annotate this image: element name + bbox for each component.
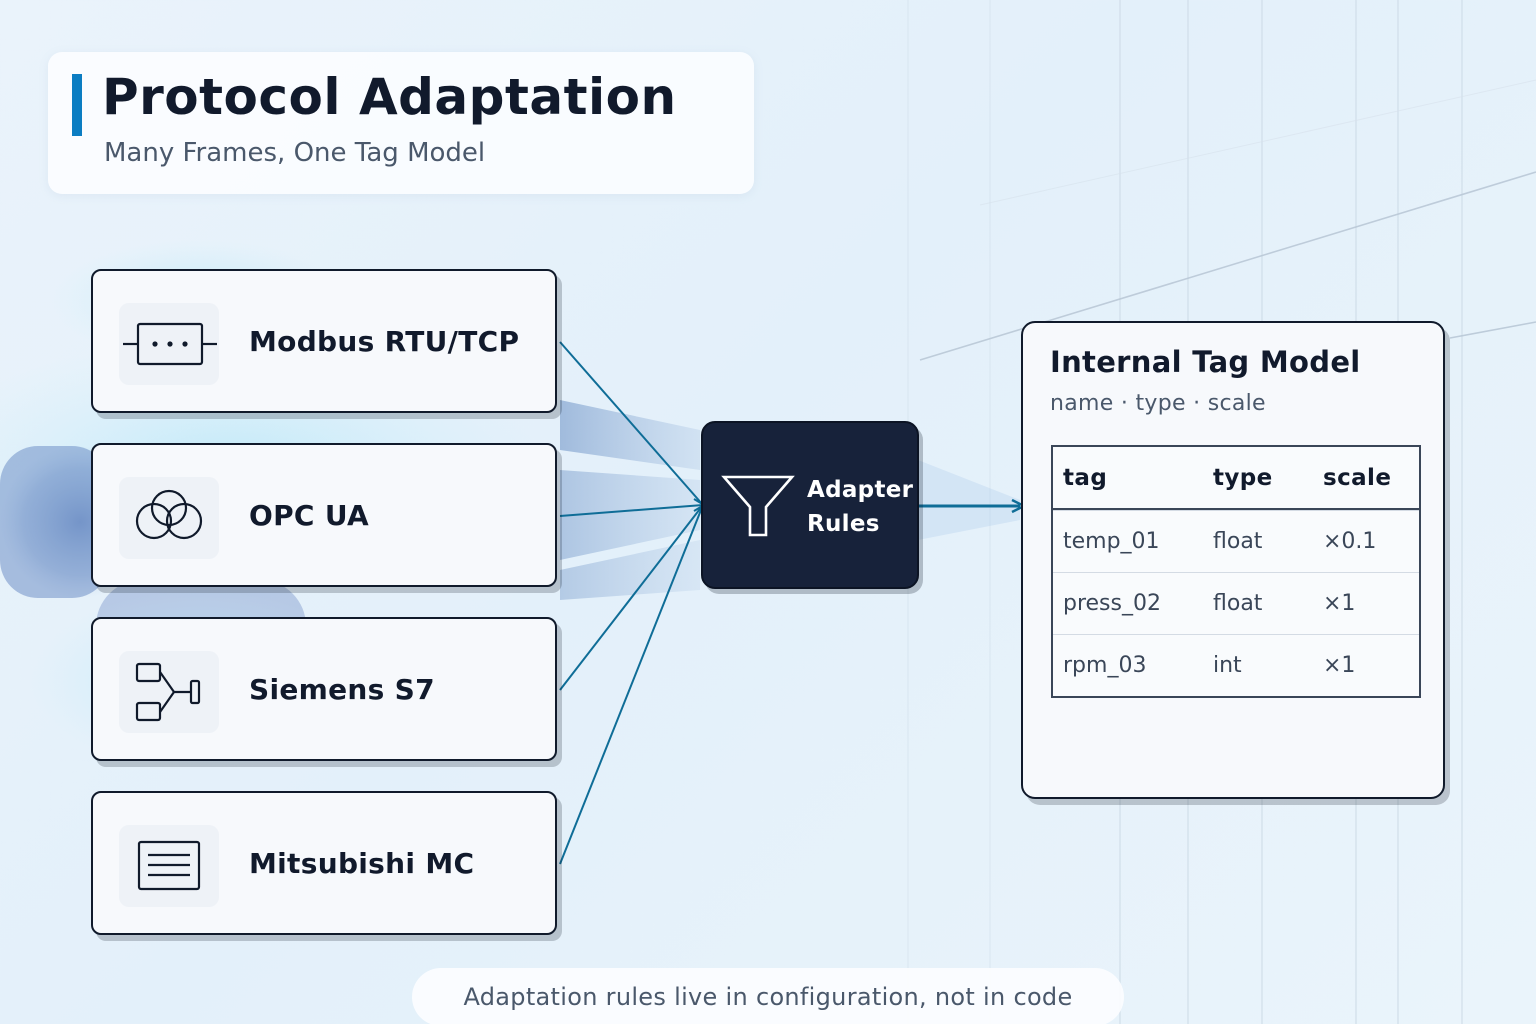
- column-header: tag: [1063, 464, 1108, 491]
- tag-table: tag type scale temp_01 float ×0.1 press_…: [1051, 445, 1421, 698]
- protocol-label: Modbus RTU/TCP: [249, 324, 520, 358]
- connector-opcua: [559, 504, 704, 517]
- tag-model-title: Internal Tag Model: [1050, 345, 1361, 379]
- adapter-label-line1: Adapter: [807, 477, 914, 503]
- table-cell: ×0.1: [1323, 529, 1377, 554]
- column-header: scale: [1323, 464, 1392, 491]
- table-cell: int: [1213, 653, 1242, 678]
- table-row: temp_01 float ×0.1: [1053, 510, 1419, 572]
- connector-mitsubishi: [559, 504, 704, 865]
- column-header: type: [1213, 464, 1273, 491]
- linked-circles-icon: [119, 477, 219, 559]
- protocol-card-modbus[interactable]: Modbus RTU/TCP: [91, 269, 557, 413]
- table-cell: rpm_03: [1063, 653, 1147, 678]
- ladder-block-icon: [119, 651, 219, 733]
- title-accent-bar: [72, 74, 82, 136]
- table-row: press_02 float ×1: [1053, 572, 1419, 634]
- page-title: Protocol Adaptation: [102, 68, 677, 126]
- funnel-icon: [721, 473, 795, 543]
- table-header-row: tag type scale: [1053, 447, 1419, 510]
- connector-s7: [559, 504, 704, 691]
- adapter-label-line2: Rules: [807, 511, 880, 537]
- title-card: Protocol Adaptation Many Frames, One Tag…: [48, 52, 754, 194]
- table-cell: float: [1213, 529, 1263, 554]
- adapter-label: Adapter Rules: [807, 473, 913, 541]
- table-cell: press_02: [1063, 591, 1161, 616]
- table-cell: temp_01: [1063, 529, 1160, 554]
- protocol-label: Siemens S7: [249, 672, 435, 706]
- footer-note: Adaptation rules live in configuration, …: [412, 968, 1124, 1024]
- tag-model-subtitle: name · type · scale: [1050, 391, 1266, 416]
- protocol-label: Mitsubishi MC: [249, 846, 475, 880]
- internal-tag-model-panel: Internal Tag Model name · type · scale t…: [1021, 321, 1445, 799]
- table-cell: ×1: [1323, 591, 1356, 616]
- protocol-label: OPC UA: [249, 498, 369, 532]
- document-lines-icon: [119, 825, 219, 907]
- table-cell: ×1: [1323, 653, 1356, 678]
- connector-modbus: [559, 341, 704, 506]
- protocol-card-siemens[interactable]: Siemens S7: [91, 617, 557, 761]
- adapter-rules-node[interactable]: Adapter Rules: [701, 421, 919, 589]
- protocol-card-opcua[interactable]: OPC UA: [91, 443, 557, 587]
- table-cell: float: [1213, 591, 1263, 616]
- table-row: rpm_03 int ×1: [1053, 634, 1419, 696]
- serial-frame-icon: [119, 303, 219, 385]
- page-subtitle: Many Frames, One Tag Model: [104, 138, 486, 168]
- protocol-card-mitsubishi[interactable]: Mitsubishi MC: [91, 791, 557, 935]
